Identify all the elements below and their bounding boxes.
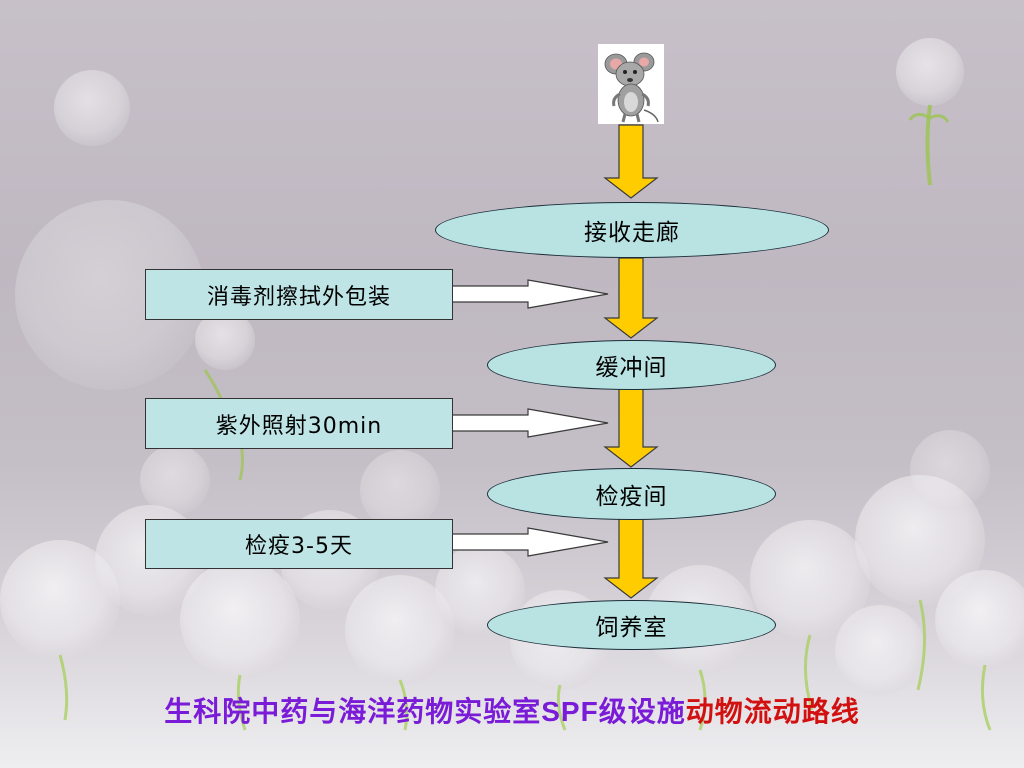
slide-caption: 生科院中药与海洋药物实验室SPF级设施动物流动路线 (0, 690, 1024, 730)
node-buffer-room: 缓冲间 (487, 340, 776, 390)
down-arrow (603, 257, 659, 339)
step-uv: 紫外照射30min (145, 398, 453, 449)
step-label: 紫外照射30min (215, 413, 383, 439)
caption-facility: 级设施 (598, 695, 686, 728)
caption-route: 动物流动路线 (685, 695, 860, 728)
caption-spf: SPF (541, 696, 599, 727)
bubble-decoration (935, 570, 1024, 670)
bubble-decoration (910, 430, 990, 510)
down-arrow (603, 517, 659, 599)
right-arrow (451, 279, 609, 309)
node-label: 接收走廊 (584, 220, 680, 246)
bubble-decoration (835, 605, 925, 695)
bubble-decoration (345, 575, 455, 685)
bubble-decoration (360, 450, 440, 530)
mouse-image (598, 44, 664, 124)
bubble-decoration (750, 520, 870, 640)
node-label: 检疫间 (595, 484, 668, 510)
node-reception-corridor: 接收走廊 (435, 202, 829, 258)
right-arrow (451, 527, 609, 557)
bubble-decoration (195, 310, 255, 370)
bubble-decoration (140, 445, 210, 515)
node-feeding-room: 饲养室 (487, 600, 776, 650)
bubble-decoration (15, 200, 205, 390)
step-label: 消毒剂擦拭外包装 (206, 284, 391, 310)
node-quarantine-room: 检疫间 (487, 468, 776, 520)
step-label: 检疫3-5天 (245, 534, 353, 559)
node-label: 缓冲间 (595, 355, 668, 381)
bubble-decoration (0, 540, 120, 660)
bubble-decoration (180, 560, 300, 680)
step-disinfect: 消毒剂擦拭外包装 (145, 269, 453, 320)
node-label: 饲养室 (595, 615, 668, 641)
right-arrow (451, 408, 609, 438)
bubble-decoration (896, 38, 964, 106)
mouse-icon (604, 52, 659, 123)
down-arrow (603, 387, 659, 468)
bubble-decoration (54, 70, 130, 146)
down-arrow (603, 124, 659, 199)
caption-lab-name: 生科院中药与海洋药物实验室 (164, 695, 542, 728)
step-quarantine-days: 检疫3-5天 (145, 519, 453, 569)
